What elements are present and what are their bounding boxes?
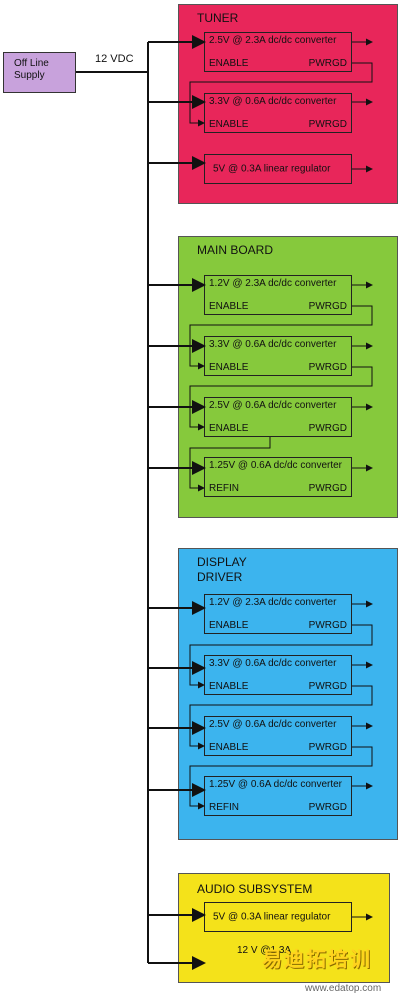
bus-voltage-label: 12 VDC xyxy=(95,53,134,65)
converter-block: 1.25V @ 0.6A dc/dc converter REFIN PWRGD xyxy=(204,457,352,497)
tuner-title: TUNER xyxy=(197,11,239,25)
converter-title: 2.5V @ 2.3A dc/dc converter xyxy=(209,35,337,46)
pwrgd-pin: PWRGD xyxy=(308,423,347,434)
converter-block: 2.5V @ 0.6A dc/dc converter ENABLE PWRGD xyxy=(204,397,352,437)
pwrgd-pin: PWRGD xyxy=(308,58,347,69)
enable-pin: ENABLE xyxy=(209,362,249,373)
enable-pin: ENABLE xyxy=(209,620,249,631)
audio-subsystem-title: AUDIO SUBSYSTEM xyxy=(197,882,313,896)
pwrgd-pin: PWRGD xyxy=(308,119,347,130)
converter-title: 3.3V @ 0.6A dc/dc converter xyxy=(209,658,337,669)
converter-block: 2.5V @ 2.3A dc/dc converter ENABLE PWRGD xyxy=(204,32,352,72)
pwrgd-pin: PWRGD xyxy=(308,483,347,494)
converter-title: 1.25V @ 0.6A dc/dc converter xyxy=(209,779,343,790)
regulator-title: 5V @ 0.3A linear regulator xyxy=(213,911,331,923)
refin-pin: REFIN xyxy=(209,483,239,494)
converter-block: 3.3V @ 0.6A dc/dc converter ENABLE PWRGD xyxy=(204,93,352,133)
converter-title: 1.25V @ 0.6A dc/dc converter xyxy=(209,460,343,471)
converter-block: 2.5V @ 0.6A dc/dc converter ENABLE PWRGD xyxy=(204,716,352,756)
pwrgd-pin: PWRGD xyxy=(308,681,347,692)
watermark-logo: 易迪拓培训 xyxy=(262,949,372,971)
enable-pin: ENABLE xyxy=(209,119,249,130)
converter-block: 3.3V @ 0.6A dc/dc converter ENABLE PWRGD xyxy=(204,336,352,376)
converter-title: 2.5V @ 0.6A dc/dc converter xyxy=(209,400,337,411)
converter-block: 1.2V @ 2.3A dc/dc converter ENABLE PWRGD xyxy=(204,275,352,315)
display-driver-title: DISPLAY DRIVER xyxy=(197,555,247,584)
pwrgd-pin: PWRGD xyxy=(308,362,347,373)
main-board-group: MAIN BOARD xyxy=(178,236,398,518)
tuner-group: TUNER xyxy=(178,4,398,204)
converter-title: 1.2V @ 2.3A dc/dc converter xyxy=(209,597,337,608)
pwrgd-pin: PWRGD xyxy=(308,301,347,312)
offline-supply-label: Off Line Supply xyxy=(14,58,49,81)
main-board-title: MAIN BOARD xyxy=(197,243,274,257)
enable-pin: ENABLE xyxy=(209,423,249,434)
enable-pin: ENABLE xyxy=(209,742,249,753)
audio-bus-label: 12 V @1.3A xyxy=(237,945,292,956)
offline-supply-block: Off Line Supply xyxy=(3,52,76,93)
pwrgd-pin: PWRGD xyxy=(308,802,347,813)
enable-pin: ENABLE xyxy=(209,58,249,69)
audio-subsystem-group: AUDIO SUBSYSTEM 12 V @1.3A xyxy=(178,873,390,983)
pwrgd-pin: PWRGD xyxy=(308,620,347,631)
pwrgd-pin: PWRGD xyxy=(308,742,347,753)
refin-pin: REFIN xyxy=(209,802,239,813)
converter-title: 3.3V @ 0.6A dc/dc converter xyxy=(209,339,337,350)
converter-title: 3.3V @ 0.6A dc/dc converter xyxy=(209,96,337,107)
watermark-url: www.edatop.com xyxy=(305,983,382,994)
regulator-title: 5V @ 0.3A linear regulator xyxy=(213,163,331,175)
enable-pin: ENABLE xyxy=(209,301,249,312)
enable-pin: ENABLE xyxy=(209,681,249,692)
converter-block: 3.3V @ 0.6A dc/dc converter ENABLE PWRGD xyxy=(204,655,352,695)
converter-title: 1.2V @ 2.3A dc/dc converter xyxy=(209,278,337,289)
converter-title: 2.5V @ 0.6A dc/dc converter xyxy=(209,719,337,730)
